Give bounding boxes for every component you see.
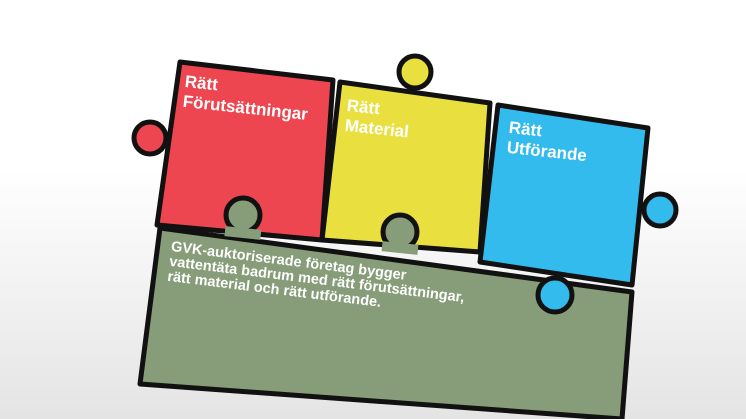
puzzle-piece-blue — [477, 102, 679, 315]
puzzle-piece-red — [131, 59, 336, 243]
base-piece-green — [137, 225, 635, 419]
piece-label-utforande: Rätt Utförande — [506, 118, 590, 166]
piece-label-material: Rätt Material — [344, 96, 412, 142]
